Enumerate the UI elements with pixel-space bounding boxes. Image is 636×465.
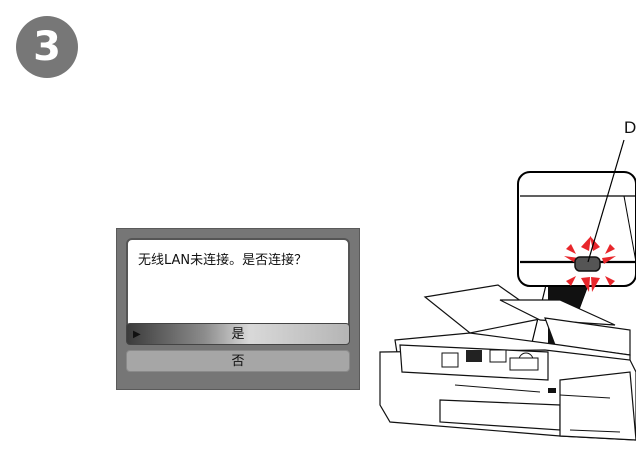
callout-label-d: D [624, 118, 636, 137]
lcd-message: 无线LAN未连接。是否连接？ [138, 253, 308, 268]
step-number: 3 [33, 24, 61, 70]
selection-cursor-icon: ▶ [133, 329, 141, 340]
yes-option-label: 是 [231, 327, 245, 342]
wifi-lamp-icon [574, 256, 601, 272]
no-option-label: 否 [231, 354, 245, 369]
yes-option[interactable]: ▶ 是 [126, 323, 350, 345]
no-option[interactable]: 否 [126, 350, 350, 372]
lcd-screen: 无线LAN未连接。是否连接？ ▶ 是 否 [116, 228, 360, 390]
step-badge-icon [16, 16, 78, 78]
led-flash-icon [564, 236, 616, 292]
